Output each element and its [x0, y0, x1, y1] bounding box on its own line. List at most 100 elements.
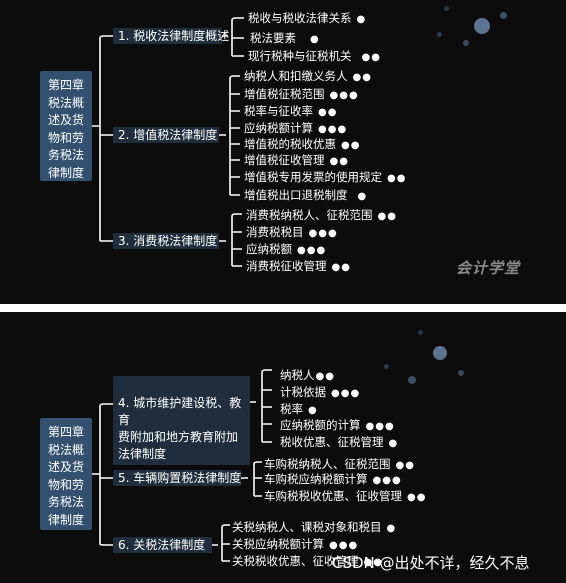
leaf-text: 纳税人和扣缴义务人	[244, 69, 348, 83]
importance-dots: ●●●	[331, 388, 361, 399]
leaf-item: 税率与征收率 ●●	[244, 104, 337, 120]
csdn-text: CSDN @出处不详，经久不息	[332, 554, 530, 572]
leaf-text: 应纳税额计算	[244, 121, 313, 135]
leaf-item: 关税税收优惠、征收管理 ●●	[232, 554, 383, 570]
importance-dots: ●●	[407, 492, 427, 503]
importance-dots: ●●	[395, 460, 415, 471]
leaf-text: 关税税收优惠、征收管理	[232, 554, 359, 568]
importance-dots: ●●	[363, 557, 383, 568]
root-node-chapter-4: 第四章 税法概 述及货 物和劳 务税法 律制度	[40, 71, 92, 181]
leaf-text: 税法要素	[250, 31, 296, 45]
decorative-circle	[463, 40, 469, 46]
leaf-text: 车购税纳税人、征税范围	[264, 457, 391, 471]
watermark-logo: 会计学堂	[456, 257, 520, 278]
chapter-label: 3. 消费税法律制度	[118, 234, 218, 248]
leaf-text: 增值税的税收优惠	[244, 137, 336, 151]
leaf-item: 应纳税额计算 ●●●	[244, 121, 347, 137]
leaf-text: 税率与征收率	[244, 104, 313, 118]
importance-dots: ●●	[318, 107, 338, 118]
leaf-text: 消费税纳税人、征税范围	[246, 208, 373, 222]
leaf-text: 增值税出口退税制度	[244, 188, 348, 202]
decorative-circle	[458, 370, 464, 376]
leaf-item: 增值税征税范围 ●●●	[244, 87, 359, 103]
importance-dots: ●●●	[372, 475, 402, 486]
leaf-text: 车购税税收优惠、征收管理	[264, 489, 402, 503]
leaf-text: 消费税税目	[246, 225, 304, 239]
leaf-text: 增值税专用发票的使用规定	[244, 170, 382, 184]
leaf-text: 现行税种与征税机关	[248, 49, 352, 63]
leaf-item: 车购税应纳税额计算 ●●●	[264, 472, 402, 488]
chapter-label: 4. 城市维护建设税、教育 费附加和地方教育附加 法律制度	[118, 396, 242, 461]
leaf-text: 增值税征收管理	[244, 153, 325, 167]
chapter-node-6: 6. 关税法律制度	[113, 537, 212, 553]
watermark-text: 会计学堂	[456, 259, 521, 277]
leaf-item: 税率 ●	[280, 402, 318, 418]
importance-dots: ●	[310, 34, 320, 45]
leaf-item: 纳税人和扣缴义务人 ●●	[244, 69, 372, 85]
leaf-item: 车购税税收优惠、征收管理 ●●	[264, 489, 426, 505]
leaf-item: 关税纳税人、课税对象和税目 ●	[232, 520, 396, 536]
importance-dots: ●●●	[329, 90, 359, 101]
chapter-node-1: 1. 税收法律制度概述	[113, 28, 229, 44]
importance-dots: ●●●	[365, 421, 395, 432]
leaf-text: 车购税应纳税额计算	[264, 472, 368, 486]
decorative-circle	[500, 12, 507, 19]
leaf-item: 应纳税额 ●●●	[246, 242, 326, 258]
leaf-text: 关税应纳税额计算	[232, 537, 324, 551]
chapter-node-3: 3. 消费税法律制度	[113, 233, 219, 249]
decorative-circle	[474, 18, 490, 34]
leaf-item: 消费税征收管理●●	[246, 259, 351, 275]
importance-dots: ●●	[315, 371, 335, 382]
leaf-item: 消费税纳税人、征税范围 ●●	[246, 208, 397, 224]
root-node-chapter-4: 第四章 税法概 述及货 物和劳 务税法 律制度	[40, 418, 92, 530]
decorative-circle	[418, 330, 423, 335]
mindmap-panel-1: 第四章 税法概 述及货 物和劳 务税法 律制度 1. 税收法律制度概述 2. 增…	[0, 0, 566, 304]
connector-lines-2	[92, 369, 272, 562]
importance-dots: ●●	[387, 173, 407, 184]
leaf-item: 税法要素 ●	[250, 31, 320, 47]
csdn-watermark: CSDN @出处不详，经久不息	[332, 552, 530, 573]
importance-dots: ●●●	[308, 228, 338, 239]
leaf-text: 税收与税收法律关系	[248, 11, 352, 25]
leaf-item: 现行税种与征税机关 ●●	[248, 49, 381, 65]
chapter-node-2: 2. 增值税法律制度	[113, 127, 219, 143]
chapter-label: 5. 车辆购置税法律制度	[118, 471, 242, 485]
importance-dots: ●●●	[329, 540, 359, 551]
chapter-label: 6. 关税法律制度	[118, 538, 206, 552]
leaf-item: 增值税专用发票的使用规定 ●●	[244, 170, 406, 186]
importance-dots: ●●●	[297, 245, 327, 256]
leaf-text: 应纳税额	[246, 242, 292, 256]
chapter-node-4: 4. 城市维护建设税、教育 费附加和地方教育附加 法律制度	[113, 376, 250, 465]
leaf-item: 车购税纳税人、征税范围 ●●	[264, 457, 415, 473]
importance-dots: ●	[388, 438, 399, 449]
leaf-text: 增值税征税范围	[244, 87, 325, 101]
mindmap-panel-2: 第四章 税法概 述及货 物和劳 务税法 律制度 4. 城市维护建设税、教育 费附…	[0, 312, 566, 583]
importance-dots: ●●	[331, 262, 351, 273]
importance-dots: ●●	[352, 72, 372, 83]
root-label: 第四章 税法概 述及货 物和劳 务税法 律制度	[47, 78, 84, 180]
leaf-item: 税收优惠、征税管理●	[280, 435, 398, 451]
leaf-item: 应纳税额的计算 ●●●	[280, 418, 395, 434]
importance-dots: ●	[386, 523, 397, 534]
leaf-item: 增值税征收管理●●	[244, 153, 349, 169]
leaf-item: 增值税的税收优惠●●	[244, 137, 360, 153]
decorative-circle	[384, 364, 389, 369]
importance-dots: ●●	[377, 211, 397, 222]
decorative-circle	[408, 376, 416, 384]
importance-dots: ●	[308, 405, 318, 416]
chapter-node-5: 5. 车辆购置税法律制度	[113, 470, 241, 486]
importance-dots: ●●	[361, 52, 381, 63]
leaf-text: 关税纳税人、课税对象和税目	[232, 520, 382, 534]
leaf-text: 税率	[280, 402, 303, 416]
leaf-text: 计税依据	[280, 385, 326, 399]
leaf-item: 关税应纳税额计算 ●●●	[232, 537, 358, 553]
importance-dots: ●	[357, 191, 368, 202]
leaf-text: 应纳税额的计算	[280, 418, 361, 432]
leaf-item: 计税依据 ●●●	[280, 385, 360, 401]
chapter-label: 1. 税收法律制度概述	[118, 29, 230, 43]
chapter-label: 2. 增值税法律制度	[118, 128, 218, 142]
importance-dots: ●●●	[318, 124, 348, 135]
leaf-item: 增值税出口退税制度 ●	[244, 188, 367, 204]
importance-dots: ●	[356, 14, 367, 25]
root-label: 第四章 税法概 述及货 物和劳 务税法 律制度	[47, 425, 84, 527]
